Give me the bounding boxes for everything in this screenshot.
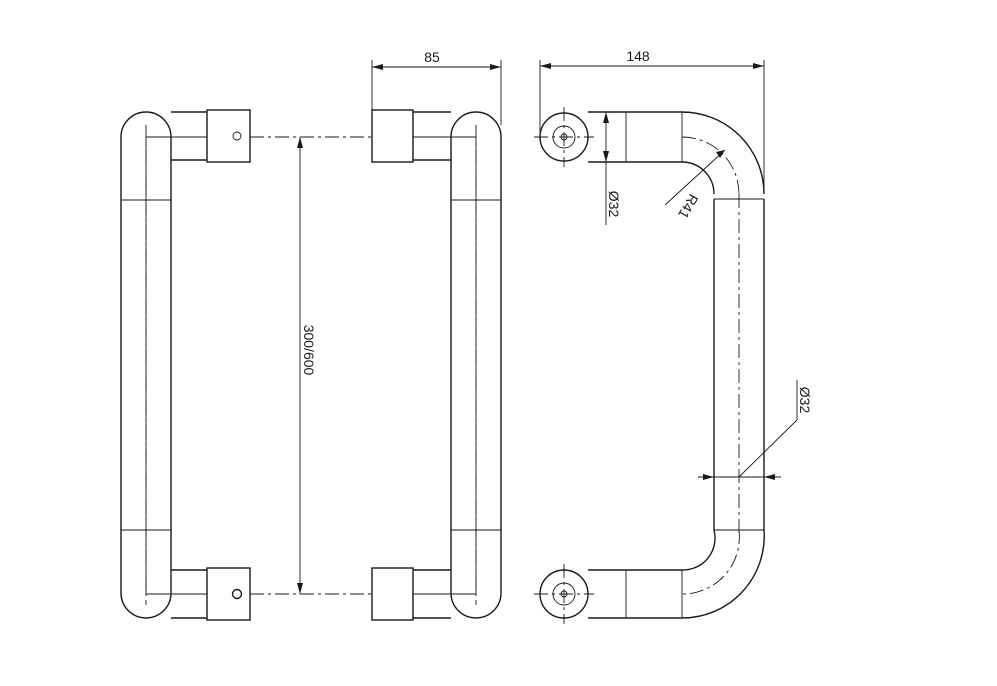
radius-label: R41: [675, 191, 702, 221]
dim85-arrow-right: [490, 64, 501, 70]
side-bottom-bend-outer: [681, 529, 765, 619]
rosette-dia-arrow-bottom: [603, 151, 609, 162]
width-148-dimension: 148: [539, 48, 765, 194]
side-top-bend-inner: [681, 161, 715, 195]
radius-dimension: R41: [664, 149, 726, 222]
right-handle-front-view: [371, 109, 502, 621]
radius-arrow: [716, 150, 725, 158]
side-bottom-bend-center: [681, 529, 740, 595]
radius-leader: [664, 149, 726, 206]
right-top-mount-block: [371, 109, 414, 163]
side-bottom-bend-inner: [681, 529, 716, 571]
left-bottom-screw-hole: [231, 588, 243, 600]
length-arrow-bottom: [297, 583, 303, 594]
length-dimension: 300/600: [297, 137, 317, 594]
side-top-bend-center: [681, 136, 740, 195]
width-85-dimension: 85: [371, 49, 502, 125]
left-tube-outline: [120, 111, 172, 619]
rosette-diameter-dimension: Ø32: [603, 112, 622, 225]
tube-dia-label: Ø32: [797, 387, 813, 414]
rosette-dia-arrow-top: [603, 112, 609, 123]
length-label: 300/600: [301, 325, 317, 376]
rosette-dia-label: Ø32: [606, 191, 622, 218]
tube-dia-leader: [738, 419, 798, 478]
tube-dia-arrow-left: [703, 474, 714, 480]
left-bottom-mount-block: [206, 567, 251, 621]
dim148-arrow-left: [540, 63, 551, 69]
side-top-bend-outer: [681, 111, 765, 195]
right-bottom-mount-block: [371, 567, 414, 621]
left-top-mount-block: [206, 109, 251, 163]
dim85-label: 85: [424, 49, 440, 65]
tube-dia-arrow-right: [764, 474, 775, 480]
side-view: [534, 107, 765, 624]
dim148-label: 148: [626, 48, 650, 64]
dim148-arrow-right: [753, 63, 764, 69]
right-tube-outline: [450, 111, 502, 619]
left-handle-front-view: [120, 109, 251, 621]
length-arrow-top: [297, 137, 303, 148]
left-top-screw-hole: [232, 131, 242, 141]
tube-diameter-dimension: Ø32: [698, 380, 813, 480]
dim85-arrow-left: [372, 64, 383, 70]
